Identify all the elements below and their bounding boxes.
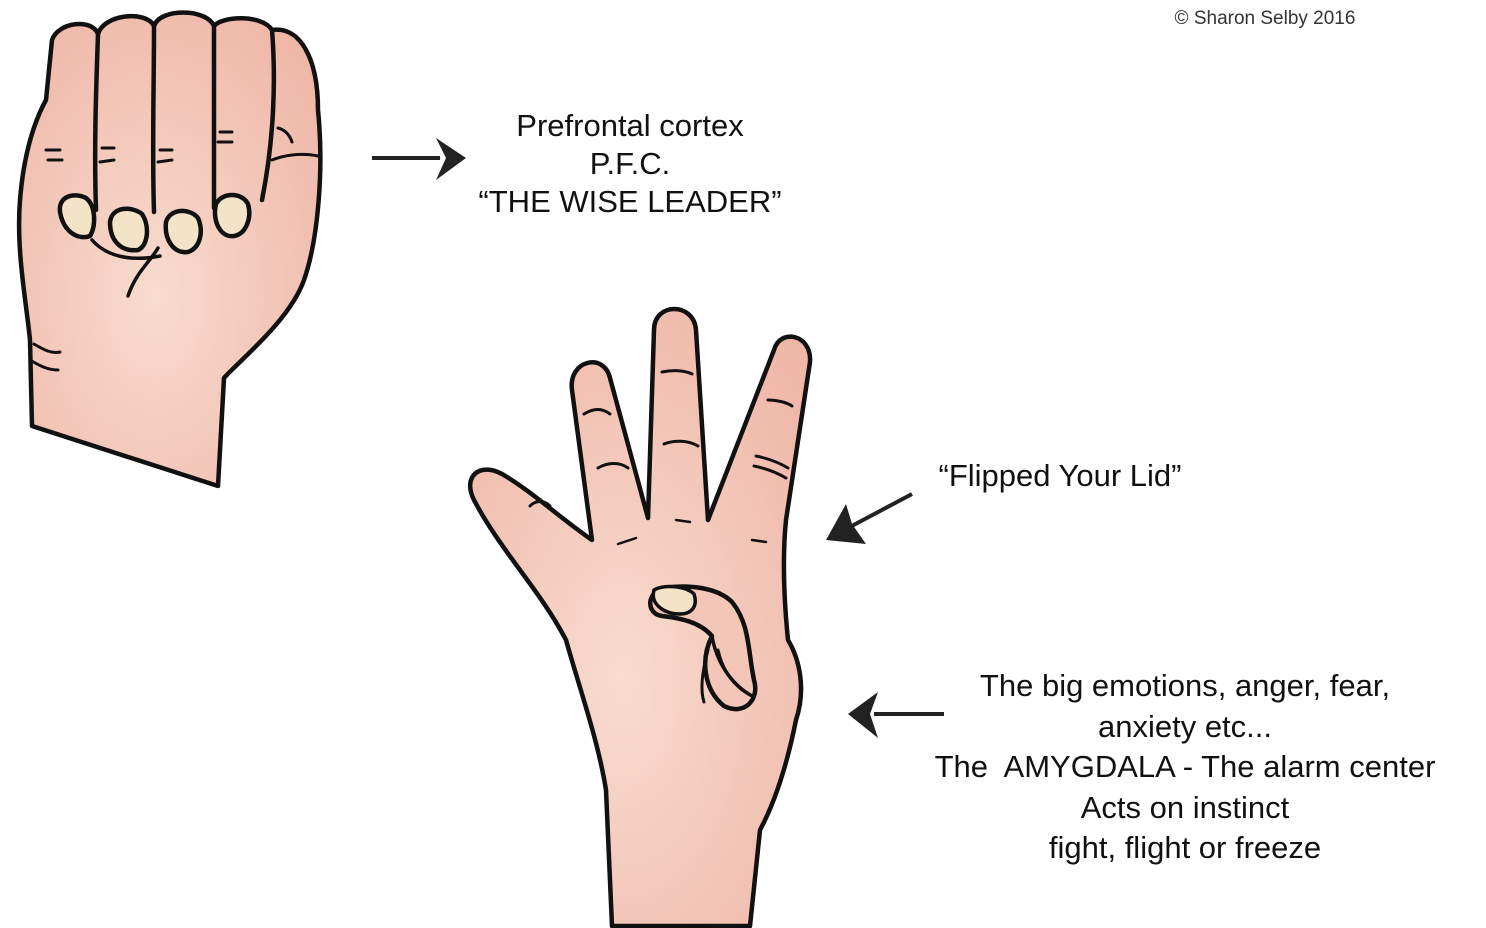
pfc-label-line-1: Prefrontal cortex <box>430 107 830 145</box>
fist-nail-3 <box>166 211 201 252</box>
pfc-label: Prefrontal cortex P.F.C. “THE WISE LEADE… <box>430 107 830 220</box>
arrow-left-icon <box>848 692 878 738</box>
copyright-notice: © Sharon Selby 2016 <box>1120 8 1410 30</box>
fist-nail-2 <box>110 209 147 251</box>
amygdala-label-line-5: fight, flight or freeze <box>890 828 1480 869</box>
pfc-label-line-3: “THE WISE LEADER” <box>430 183 830 221</box>
open-hand-body <box>470 309 810 926</box>
open-hand-illustration <box>470 309 810 926</box>
amygdala-label-line-3: The AMYGDALA - The alarm center <box>890 747 1480 788</box>
amygdala-label-line-1: The big emotions, anger, fear, <box>890 666 1480 707</box>
arrow-to-flipped-lid <box>826 494 912 544</box>
closed-fist-illustration <box>19 13 320 487</box>
flipped-lid-label: “Flipped Your Lid” <box>900 457 1220 495</box>
amygdala-label-line-2: anxiety etc... <box>890 707 1480 748</box>
amygdala-label: The big emotions, anger, fear, anxiety e… <box>890 666 1480 869</box>
amygdala-label-line-4: Acts on instinct <box>890 788 1480 829</box>
fist-nail-4 <box>215 195 249 236</box>
pfc-label-line-2: P.F.C. <box>430 145 830 183</box>
arrow-down-left-icon <box>826 504 866 544</box>
